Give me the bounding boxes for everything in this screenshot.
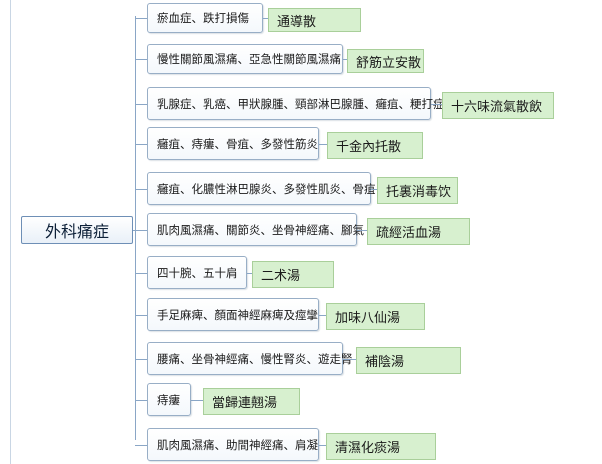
branch-connector [135,104,147,105]
symptom-node[interactable]: 癰疽、痔瘻、骨疽、多發性筋炎 [147,127,319,160]
symptom-node[interactable]: 四十腕、五十肩 [147,256,247,289]
formula-leaf[interactable]: 舒筋立安散 [347,49,424,73]
symptom-node[interactable]: 癰疽、化膿性淋巴腺炎、多發性肌炎、骨疽 [147,172,376,205]
leaf-connector [357,230,367,231]
leaf-connector [191,400,203,401]
leaf-connector [263,18,268,19]
symptom-node[interactable]: 腰痛、坐骨神經痛、慢性腎炎、遊走腎 [147,342,353,375]
leaf-connector [319,315,326,316]
branch-connector [135,59,147,60]
branch-connector [135,359,147,360]
root-connector [133,230,135,231]
root-topic[interactable]: 外科痛症 [21,216,133,244]
symptom-node[interactable]: 乳腺症、乳癌、甲狀腺腫、頸部淋巴腺腫、癰疽、粳打症 [147,87,445,120]
symptom-node[interactable]: 手足麻痺、顏面神經麻痺及痙攣 [147,298,319,331]
branch-connector [135,400,147,401]
formula-leaf[interactable]: 加味八仙湯 [326,303,425,330]
symptom-node[interactable]: 瘀血症、跌打損傷 [147,3,263,33]
formula-leaf[interactable]: 千金內托散 [327,132,423,159]
formula-leaf[interactable]: 二术湯 [252,261,334,288]
branch-connector [135,144,147,145]
formula-leaf[interactable]: 當歸連翹湯 [203,388,300,415]
branch-spine-line [135,16,136,440]
leaf-connector [247,273,252,274]
leaf-connector [343,59,347,60]
branch-connector [135,189,147,190]
leaf-connector [431,104,442,105]
leaf-connector [371,189,377,190]
symptom-node[interactable]: 肌肉風濕痛、關節炎、坐骨神經痛、腳氣 [147,213,364,246]
branch-connector [135,315,147,316]
formula-leaf[interactable]: 清濕化痰湯 [326,433,436,460]
symptom-node[interactable]: 痔瘻 [147,383,191,416]
branch-connector [135,18,147,19]
symptom-node[interactable]: 慢性關節風濕痛、亞急性關節風濕痛 [147,44,343,74]
left-connector-line [10,0,11,464]
branch-connector [135,273,147,274]
symptom-node[interactable]: 肌肉風濕痛、助間神經痛、肩凝 [147,428,319,461]
leaf-connector [319,445,326,446]
formula-leaf[interactable]: 疏經活血湯 [367,218,470,245]
branch-connector [135,230,147,231]
formula-leaf[interactable]: 補陰湯 [356,347,461,374]
formula-leaf[interactable]: 通導散 [268,8,361,32]
leaf-connector [343,359,356,360]
leaf-connector [319,144,327,145]
formula-leaf[interactable]: 十六味流氣散飲 [442,92,554,119]
formula-leaf[interactable]: 托裏消毒饮 [377,177,458,204]
branch-connector [135,445,147,446]
